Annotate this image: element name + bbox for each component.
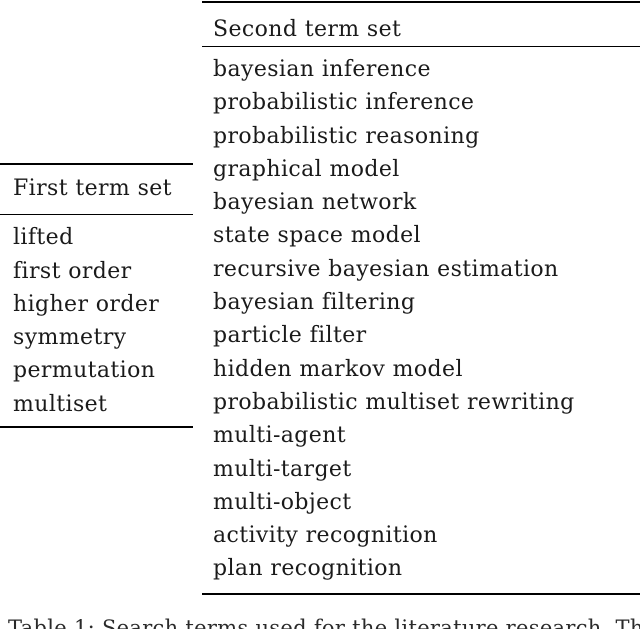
first-table-bottom-rule (0, 426, 193, 429)
second-table-top-rule (202, 1, 640, 4)
table-row: particle filter (213, 323, 367, 349)
table-row: multi-target (213, 456, 352, 482)
table-row: probabilistic reasoning (213, 123, 480, 149)
table-row: higher order (13, 291, 160, 317)
table-row: state space model (213, 223, 421, 249)
second-term-set-table: Second term set bayesian inference proba… (202, 0, 640, 629)
table-caption: Table 1: Search terms used for the liter… (8, 616, 640, 629)
table-row: lifted (13, 225, 74, 251)
table-row: bayesian network (213, 190, 417, 216)
first-table-mid-rule (0, 213, 193, 215)
second-table-bottom-rule (202, 592, 640, 595)
table-row: activity recognition (213, 523, 438, 549)
table-row: multiset (13, 391, 108, 417)
table-row: probabilistic multiset rewriting (213, 389, 575, 415)
first-table-header: First term set (13, 176, 172, 201)
second-table-header: Second term set (213, 17, 402, 42)
table-row: first order (13, 258, 132, 284)
first-table-rows: lifted first order higher order symmetry… (13, 221, 159, 421)
table-row: symmetry (13, 325, 127, 351)
table-row: graphical model (213, 156, 400, 182)
table-row: recursive bayesian estimation (213, 256, 559, 282)
table-row: multi-agent (213, 423, 347, 449)
table-row: multi-object (213, 489, 352, 515)
table-row: permutation (13, 358, 156, 384)
table-row: plan recognition (213, 556, 403, 582)
table-row: probabilistic inference (213, 90, 475, 116)
table-row: bayesian inference (213, 57, 431, 82)
table-row: hidden markov model (213, 356, 463, 382)
second-table-rows: bayesian inference probabilistic inferen… (213, 53, 575, 586)
table-row: bayesian filtering (213, 290, 416, 316)
first-term-set-table: First term set lifted first order higher… (0, 0, 193, 629)
first-table-top-rule (0, 163, 193, 166)
second-table-mid-rule (202, 45, 640, 47)
